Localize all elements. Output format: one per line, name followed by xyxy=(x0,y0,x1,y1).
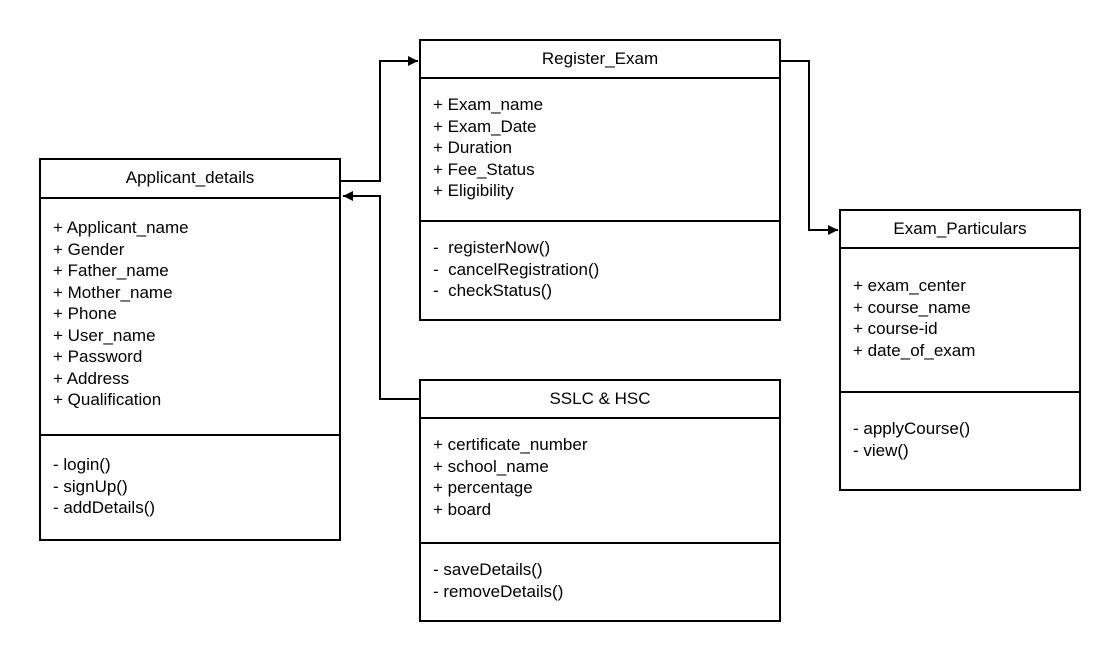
connector-sslc-to-applicant xyxy=(343,191,420,400)
method: - view() xyxy=(853,440,909,460)
attribute: + Gender xyxy=(53,239,125,259)
attribute-list: + Exam_name + Exam_Date + Duration + Fee… xyxy=(433,94,543,202)
attribute: + Mother_name xyxy=(53,282,173,302)
connector-register-to-particulars xyxy=(780,60,838,235)
attribute: + course-id xyxy=(853,319,938,338)
class-divider xyxy=(421,220,779,222)
class-title: SSLC & HSC xyxy=(549,389,651,408)
attribute-list: + exam_center + course_name + course-id … xyxy=(853,275,975,361)
attribute: + Fee_Status xyxy=(433,159,535,179)
attribute: + Qualification xyxy=(53,390,162,409)
method: - applyCourse() xyxy=(853,419,971,438)
attribute: + course_name xyxy=(853,297,971,317)
attribute: + percentage xyxy=(433,478,533,497)
class-exam-particulars[interactable]: Exam_Particulars + exam_center + course_… xyxy=(839,209,1081,491)
class-divider xyxy=(421,542,779,544)
method: - registerNow() xyxy=(433,238,551,257)
method: - addDetails() xyxy=(53,498,156,517)
attribute: + date_of_exam xyxy=(853,340,976,360)
class-register-exam[interactable]: Register_Exam + Exam_name + Exam_Date + … xyxy=(419,39,781,321)
method: - signUp() xyxy=(53,476,128,496)
method: - login() xyxy=(53,455,111,474)
class-sslc-hsc[interactable]: SSLC & HSC + certificate_number + school… xyxy=(419,379,781,622)
attribute-list: + certificate_number + school_name + per… xyxy=(433,434,588,520)
attribute: + Applicant_name xyxy=(53,218,189,237)
class-title: Applicant_details xyxy=(125,168,255,187)
method-list: - registerNow() - cancelRegistration() -… xyxy=(433,237,599,302)
attribute: + Eligibility xyxy=(433,181,514,200)
attribute: + Duration xyxy=(433,138,512,157)
class-divider xyxy=(41,434,339,436)
attribute: + Password xyxy=(53,347,143,366)
method: - cancelRegistration() xyxy=(433,259,600,279)
method: - checkStatus() xyxy=(433,281,553,300)
attribute: + school_name xyxy=(433,456,549,476)
class-divider xyxy=(421,417,779,419)
attribute: + exam_center xyxy=(853,276,966,295)
class-divider xyxy=(841,247,1079,249)
attribute: + certificate_number xyxy=(433,435,588,454)
class-applicant-details[interactable]: Applicant_details + Applicant_name + Gen… xyxy=(39,158,341,541)
method: - removeDetails() xyxy=(433,581,564,601)
connector-applicant-to-register xyxy=(341,56,418,182)
attribute: + Address xyxy=(53,368,130,388)
class-divider xyxy=(841,391,1079,393)
attribute: + Phone xyxy=(53,304,117,323)
attribute: + Father_name xyxy=(53,261,169,280)
method-list: - login() - signUp() - addDetails() xyxy=(53,454,155,519)
class-title: Register_Exam xyxy=(541,49,659,68)
class-title: Exam_Particulars xyxy=(893,219,1027,238)
class-divider xyxy=(41,197,339,199)
method-list: - applyCourse() - view() xyxy=(853,418,970,461)
attribute-list: + Applicant_name + Gender + Father_name … xyxy=(53,217,189,411)
class-divider xyxy=(421,77,779,79)
method: - saveDetails() xyxy=(433,560,543,579)
attribute: + User_name xyxy=(53,325,156,345)
attribute: + board xyxy=(433,499,492,519)
attribute: + Exam_Date xyxy=(433,116,537,136)
method-list: - saveDetails() - removeDetails() xyxy=(433,559,563,602)
attribute: + Exam_name xyxy=(433,95,544,114)
